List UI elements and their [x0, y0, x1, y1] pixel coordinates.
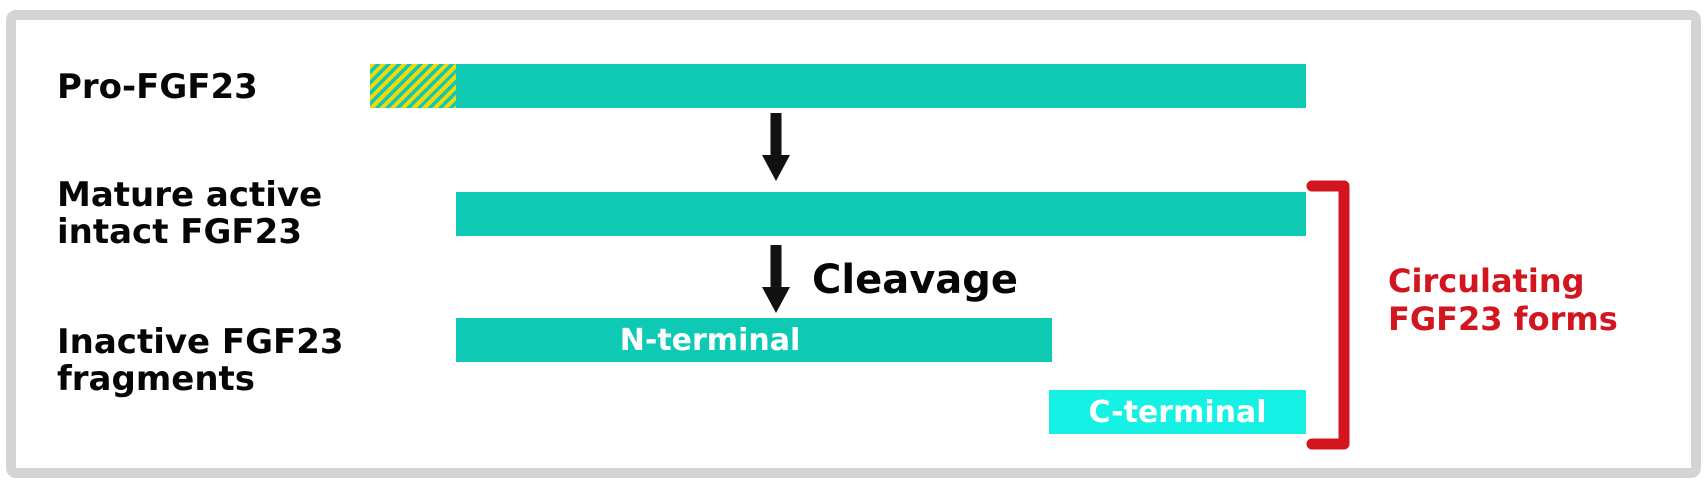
inactive-fragments-label-line2: fragments — [57, 359, 256, 399]
inactive-fragments-label-line1: Inactive FGF23 — [57, 322, 344, 362]
mature-fgf23-label-line2: intact FGF23 — [57, 212, 302, 252]
mature-fgf23-bar — [456, 192, 1306, 236]
mature-fgf23-label-line1: Mature active — [57, 175, 323, 215]
c-terminal-fragment-bar: C-terminal — [1049, 390, 1306, 434]
pro-fgf23-bar — [370, 64, 1306, 108]
n-terminal-fragment-bar: N-terminal — [456, 318, 1052, 362]
pro-fgf23-label: Pro-FGF23 — [57, 69, 258, 106]
mature-fgf23-label: Mature active intact FGF23 — [57, 177, 322, 251]
signal-peptide-hatch-segment — [370, 64, 456, 108]
inactive-fragments-label: Inactive FGF23 fragments — [57, 324, 344, 398]
down-arrow-icon — [762, 113, 790, 181]
down-arrow-icon — [762, 245, 790, 313]
pro-fgf23-label-text: Pro-FGF23 — [57, 67, 258, 107]
right-square-bracket-icon — [1306, 180, 1350, 450]
circulating-forms-label-line2: FGF23 forms — [1388, 300, 1618, 338]
n-terminal-bar-label: N-terminal — [619, 322, 801, 358]
c-terminal-bar-label: C-terminal — [1088, 394, 1267, 430]
circulating-forms-label-line1: Circulating — [1388, 262, 1585, 300]
circulating-forms-label: Circulating FGF23 forms — [1388, 262, 1618, 338]
cleavage-label: Cleavage — [812, 257, 1019, 303]
